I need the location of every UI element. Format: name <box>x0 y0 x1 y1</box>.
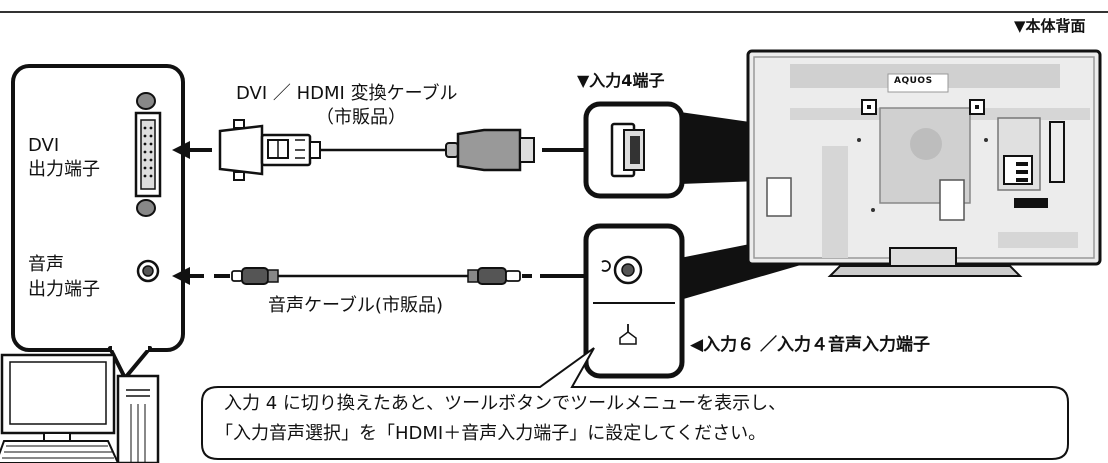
audio-input-terminal-label: ◀入力６ ／入力４音声入力端子 <box>690 335 930 355</box>
audio-output-label-line1: 音声 <box>28 254 64 275</box>
audio-output-jack-icon <box>136 259 160 283</box>
note-line-2: 「入力音声選択」を「HDMI＋音声入力端子」に設定してください。 <box>215 423 767 444</box>
audio-output-label-line2: 出力端子 <box>28 279 100 300</box>
dvi-output-label-line2: 出力端子 <box>28 159 100 180</box>
note-line-1: 入力 4 に切り換えたあと、ツールボタンでツールメニューを表示し、 <box>224 393 787 414</box>
audio-cable <box>172 267 614 285</box>
cable-dvi-label-line2: （市販品） <box>316 107 406 128</box>
dvi-output-port-icon <box>134 92 162 217</box>
tv-logo: AQUOS <box>894 76 933 86</box>
note-bubble <box>201 347 1069 460</box>
input4-terminal-label: ▼入力4端子 <box>577 71 665 90</box>
tv-rear-illustration <box>746 49 1102 277</box>
cable-audio-label: 音声ケーブル(市販品) <box>268 295 443 316</box>
computer-icon <box>0 353 160 463</box>
dvi-hdmi-cable <box>172 119 616 181</box>
dvi-output-label-line1: DVI <box>28 135 60 156</box>
cable-dvi-label-line1: DVI ／ HDMI 変換ケーブル <box>236 83 458 104</box>
rear-view-label: ▼本体背面 <box>1014 17 1086 35</box>
